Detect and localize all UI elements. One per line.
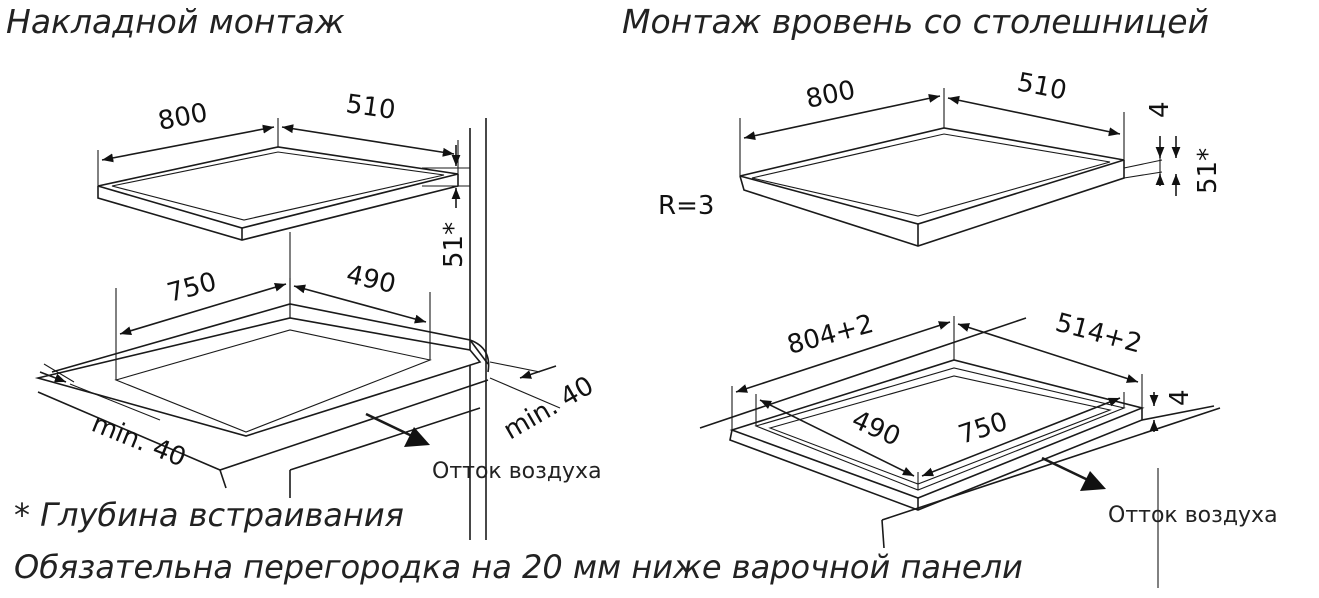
flush-airflow-label: Отток воздуха	[1108, 503, 1278, 528]
overlay-wall	[469, 118, 487, 540]
flush-top-step-label: 4	[1145, 101, 1175, 118]
overlay-cutout-depth-label: 490	[343, 260, 398, 300]
overlay-min-front-label: min. 40	[87, 409, 190, 474]
flush-depth-label: 510	[1015, 67, 1069, 106]
flush-cooktop	[739, 127, 1163, 247]
overlay-airflow-label: Отток воздуха	[432, 459, 602, 484]
overlay-airflow-arrow	[365, 412, 430, 447]
flush-recess-width-label: 804+2	[784, 309, 877, 361]
depth-footnote: * Глубина встраивания	[14, 496, 404, 534]
overlay-cutout-width-label: 750	[164, 267, 220, 309]
flush-recess-depth-label: 514+2	[1052, 308, 1145, 360]
partition-note: Обязательна перегородка на 20 мм ниже ва…	[14, 548, 1023, 586]
overlay-width-label: 800	[156, 98, 210, 137]
title-flush-mount: Монтаж вровень со столешницей	[622, 2, 1209, 41]
flush-recess-step-label: 4	[1165, 389, 1195, 406]
flush-width-label: 800	[803, 75, 858, 115]
flush-builtin-depth-label: 51*	[1193, 148, 1223, 194]
flush-radius-label: R=3	[658, 191, 714, 221]
flush-airflow-arrow	[1041, 456, 1106, 491]
flush-step-dimensions: 4 51*	[1145, 101, 1223, 196]
overlay-countertop	[34, 232, 490, 498]
overlay-cutout-dimensions: 750 490	[115, 260, 431, 380]
overlay-builtin-depth: 51*	[422, 145, 470, 268]
overlay-cooktop	[97, 146, 459, 241]
overlay-min-back-label: min. 40	[499, 371, 599, 446]
title-overlay-mount: Накладной монтаж	[6, 2, 345, 41]
overlay-depth-label: 510	[344, 89, 397, 126]
overlay-builtin-depth-label: 51*	[439, 222, 469, 268]
